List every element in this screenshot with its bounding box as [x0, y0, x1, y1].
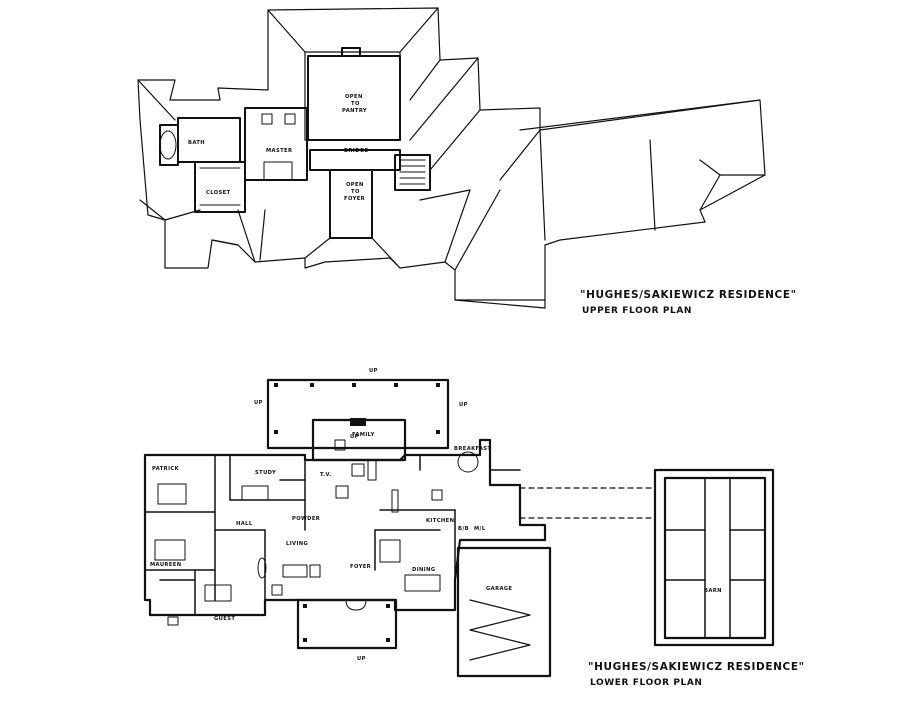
- room-label-ml: M/L: [474, 526, 486, 532]
- room-label-open-to-foyer: TO: [351, 189, 360, 195]
- room-label-master: MASTER: [266, 148, 292, 154]
- porch-posts: [274, 383, 440, 642]
- room-label-breakfast: BREAKFAST: [454, 446, 491, 452]
- room-label-bb: B/B: [458, 526, 469, 532]
- upper-floor-plan: OPEN TO PANTRY BATH MASTER BRIDGE CLOSET…: [137, 7, 797, 316]
- room-label-open-to-foyer: OPEN: [346, 182, 364, 188]
- upper-plan-subtitle: UPPER FLOOR PLAN: [582, 306, 692, 316]
- room-label-open-to-foyer: FOYER: [344, 196, 365, 202]
- room-label-bridge: BRIDGE: [344, 148, 368, 154]
- lower-plan-subtitle: LOWER FLOOR PLAN: [590, 678, 703, 688]
- room-label-tv: T.V.: [320, 472, 332, 478]
- room-label-dining: DINING: [412, 567, 436, 573]
- room-label-kitchen: KITCHEN: [426, 518, 454, 524]
- room-label-patrick: PATRICK: [152, 466, 180, 472]
- room-label-guest: GUEST: [214, 616, 235, 622]
- room-label-open-to-pantry: OPEN: [345, 94, 363, 100]
- up-label: UP: [369, 368, 378, 374]
- up-label: UP: [459, 402, 468, 408]
- room-label-open-to-pantry: TO: [351, 101, 360, 107]
- room-label-family: FAMILY: [352, 432, 375, 438]
- room-label-hall: HALL: [236, 521, 253, 527]
- up-label: UP: [357, 656, 366, 662]
- room-label-living: LIVING: [286, 541, 308, 547]
- room-label-foyer: FOYER: [350, 564, 371, 570]
- up-label: UP: [350, 434, 359, 440]
- room-label-closet: CLOSET: [206, 190, 231, 196]
- room-label-barn: BARN: [704, 588, 722, 594]
- lower-furniture: [154, 439, 479, 626]
- lower-plan-title: "HUGHES/SAKIEWICZ RESIDENCE": [588, 661, 805, 673]
- room-label-bath: BATH: [188, 140, 205, 146]
- upper-furniture: [159, 113, 426, 206]
- room-label-study: STUDY: [255, 470, 276, 476]
- lower-outer-walls: [143, 378, 775, 678]
- upper-plan-title: "HUGHES/SAKIEWICZ RESIDENCE": [580, 289, 797, 301]
- room-label-open-to-pantry: PANTRY: [342, 108, 367, 114]
- breezeway-lines: [519, 487, 656, 519]
- lower-floor-plan: FAMILY BREAKFAST PATRICK STUDY T.V. HALL…: [143, 368, 805, 688]
- upper-roof-outline: [137, 7, 766, 309]
- up-label: UP: [254, 400, 263, 406]
- room-label-maureen: MAUREEN: [150, 562, 181, 568]
- room-label-garage: GARAGE: [486, 586, 513, 592]
- room-label-powder: POWDER: [292, 516, 320, 522]
- garage-door-marks: [469, 599, 531, 661]
